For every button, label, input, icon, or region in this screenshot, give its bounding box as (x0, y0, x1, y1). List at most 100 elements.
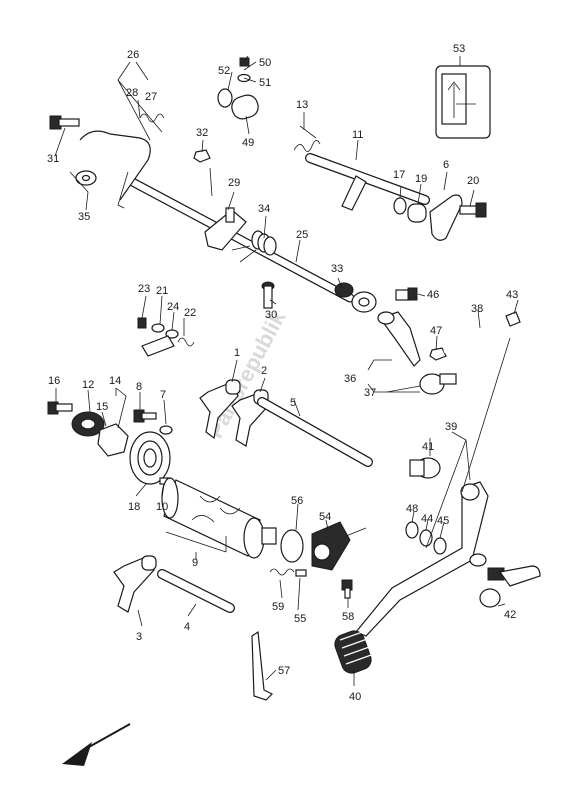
footrest-pivot (479, 565, 541, 608)
spring (269, 568, 295, 576)
leader-lines (54, 55, 519, 686)
callout-35: 35 (78, 211, 90, 223)
bushing (231, 94, 259, 120)
callout-34: 34 (258, 203, 270, 215)
callout-15: 15 (96, 401, 108, 413)
cam-plate (429, 194, 463, 241)
cam-driven-gear (97, 423, 129, 457)
o-ring (217, 88, 233, 108)
callout-48: 48 (406, 503, 418, 515)
callout-54: 54 (319, 511, 331, 523)
callout-40: 40 (349, 691, 361, 703)
callout-7: 7 (160, 389, 166, 401)
callout-13: 13 (296, 99, 308, 111)
bolt (395, 287, 418, 301)
callout-23: 23 (138, 283, 150, 295)
callout-20: 20 (467, 175, 479, 187)
callout-30: 30 (265, 309, 277, 321)
gearshift-pedal (334, 481, 489, 674)
callout-11: 11 (352, 129, 363, 141)
washer (419, 529, 433, 547)
torsion-spring (293, 140, 321, 152)
callout-22: 22 (184, 307, 196, 319)
bolt (239, 57, 250, 67)
callout-33: 33 (331, 263, 343, 275)
clamp (251, 630, 274, 701)
callout-25: 25 (296, 229, 308, 241)
callout-3: 3 (136, 631, 142, 643)
callout-18: 18 (128, 501, 140, 513)
small-spring (139, 113, 165, 123)
callout-49: 49 (242, 137, 254, 149)
callout-41: 41 (422, 441, 434, 453)
bolt (133, 409, 157, 423)
roller (407, 203, 427, 223)
bolt (49, 115, 80, 130)
callout-17: 17 (393, 169, 405, 181)
bearing (129, 431, 171, 485)
nut (429, 347, 447, 361)
callout-44: 44 (421, 513, 433, 525)
callout-43: 43 (506, 289, 518, 301)
callout-27: 27 (145, 91, 157, 103)
callout-56: 56 (291, 495, 303, 507)
nut (193, 149, 211, 163)
bolt (261, 281, 275, 309)
callout-1: 1 (234, 347, 240, 359)
callout-51: 51 (259, 77, 271, 89)
callout-59: 59 (272, 601, 284, 613)
callout-4: 4 (184, 621, 190, 633)
callout-38: 38 (471, 303, 483, 315)
callout-9: 9 (192, 557, 198, 569)
return-spring (231, 230, 277, 263)
bolt (459, 202, 487, 218)
direction-arrow-icon (62, 723, 131, 766)
oil-seal (334, 282, 354, 298)
callout-16: 16 (48, 375, 60, 387)
callout-labels: 26 28 27 31 35 32 29 34 25 30 50 51 52 4… (47, 43, 518, 703)
shift-lever (79, 130, 151, 201)
callout-57: 57 (278, 665, 290, 677)
washer (393, 197, 407, 215)
callout-29: 29 (228, 177, 240, 189)
callout-39: 39 (445, 421, 457, 433)
callout-37: 37 (364, 387, 376, 399)
callout-8: 8 (136, 381, 142, 393)
pin (295, 569, 307, 577)
bolt (341, 579, 353, 599)
callout-47: 47 (430, 325, 442, 337)
gearshift-cam-drum (161, 477, 277, 559)
callout-12: 12 (82, 379, 94, 391)
callout-21: 21 (156, 285, 168, 297)
washer (159, 425, 173, 435)
stopper-assembly (137, 317, 195, 357)
callout-32: 32 (196, 127, 208, 139)
caution-label-plate (435, 65, 491, 139)
washer (405, 521, 419, 539)
callout-50: 50 (259, 57, 271, 69)
callout-26: 26 (127, 49, 139, 61)
callout-10: 10 (156, 501, 168, 513)
washer (433, 537, 447, 555)
callout-31: 31 (47, 153, 59, 165)
callout-14: 14 (109, 375, 121, 387)
gear-position-switch (311, 521, 367, 571)
callout-53: 53 (453, 43, 465, 55)
callout-2: 2 (261, 365, 267, 377)
o-ring (280, 529, 304, 563)
callout-42: 42 (504, 609, 516, 621)
callout-28: 28 (126, 87, 138, 99)
rod-end-nut (505, 311, 521, 327)
callout-45: 45 (437, 515, 449, 527)
callout-52: 52 (218, 65, 230, 77)
callout-58: 58 (342, 611, 354, 623)
callout-6: 6 (443, 159, 449, 171)
bolt (47, 401, 73, 415)
callout-36: 36 (344, 373, 356, 385)
callout-19: 19 (415, 173, 427, 185)
gearshift-arm (379, 311, 421, 367)
callout-46: 46 (427, 289, 439, 301)
callout-55: 55 (294, 613, 306, 625)
callout-5: 5 (290, 397, 296, 409)
